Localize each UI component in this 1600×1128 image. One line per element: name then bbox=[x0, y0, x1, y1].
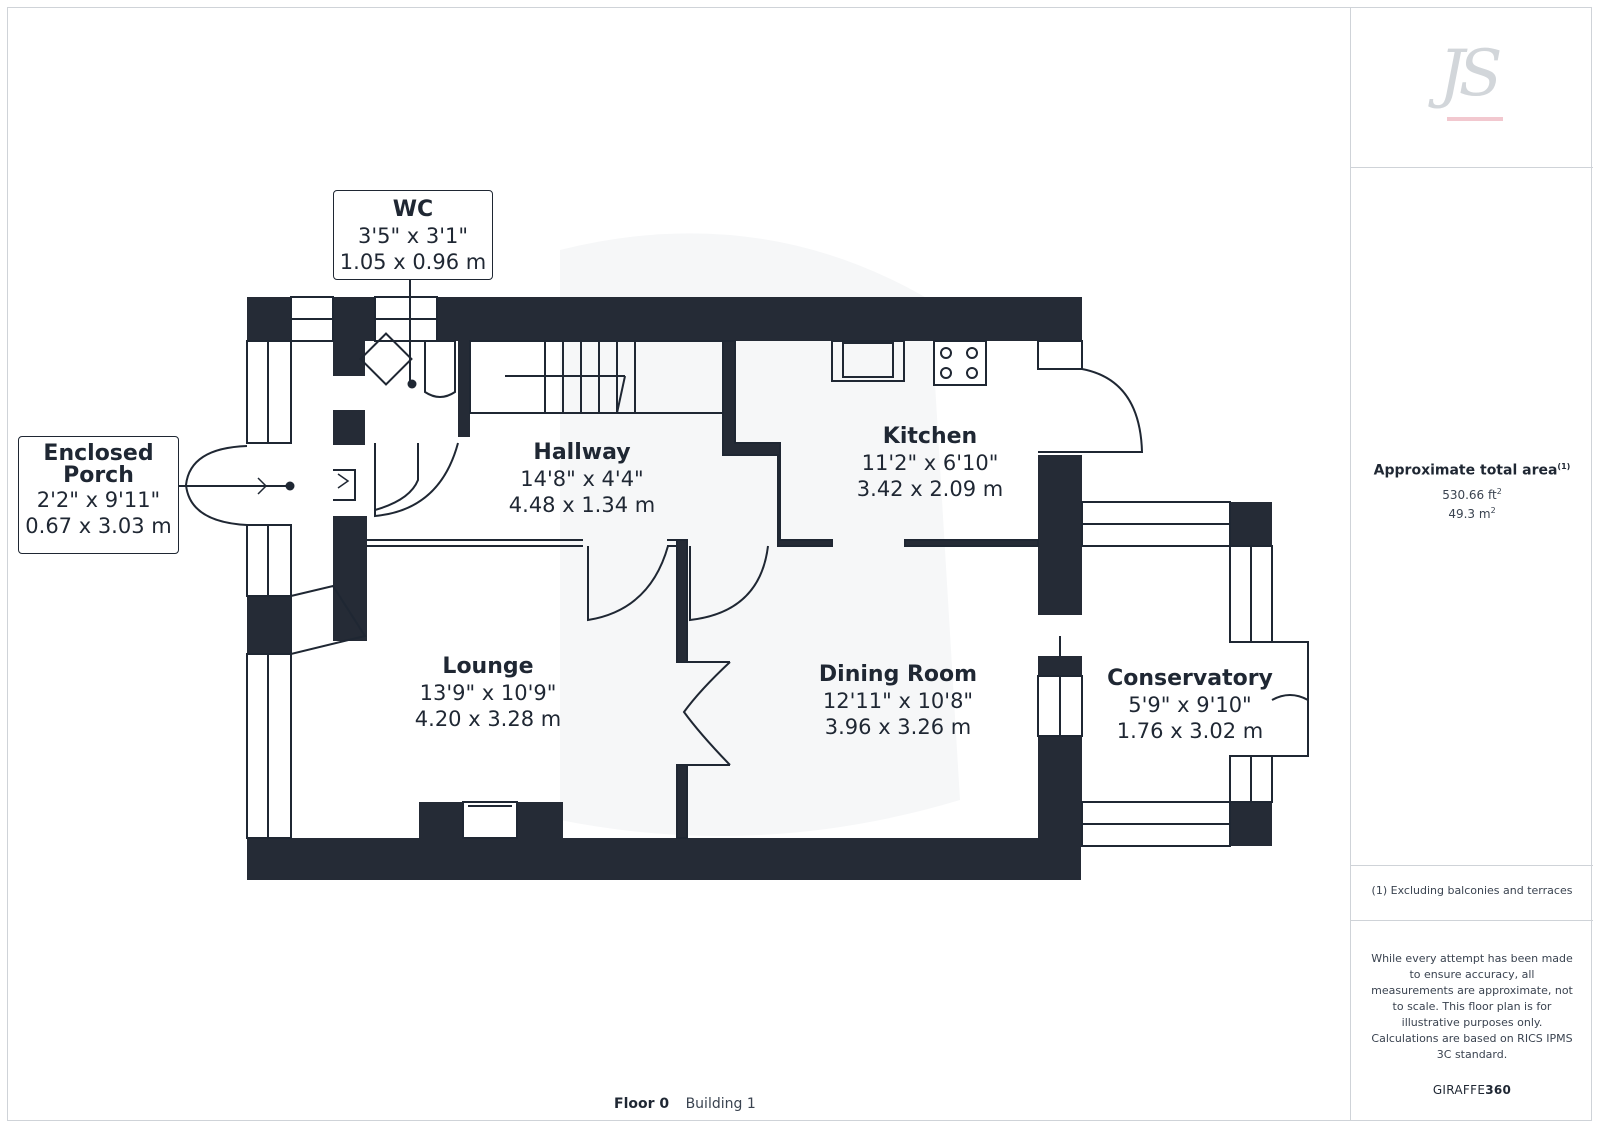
building-label: Building 1 bbox=[685, 1096, 756, 1112]
lounge-label: Lounge 13'9" x 10'9" 4.20 x 3.28 m bbox=[415, 654, 561, 732]
total-area-m-sup: 2 bbox=[1490, 505, 1496, 515]
leader-dots bbox=[257, 379, 417, 495]
hallway-label: Hallway 14'8" x 4'4" 4.48 x 1.34 m bbox=[509, 440, 655, 518]
page-frame bbox=[7, 7, 1592, 1121]
logo-cell: JS bbox=[1351, 7, 1593, 168]
wc-name: WC bbox=[392, 197, 434, 222]
floor-plan: WC 3'5" x 3'1" 1.05 x 0.96 m Enclosed Po… bbox=[18, 190, 1309, 1112]
dining-room-name: Dining Room bbox=[818, 662, 978, 687]
porch-metric: 0.67 x 3.03 m bbox=[25, 514, 172, 538]
lounge-metric: 4.20 x 3.28 m bbox=[414, 707, 562, 731]
wc-callout: WC 3'5" x 3'1" 1.05 x 0.96 m bbox=[333, 190, 493, 280]
info-sidebar: JS Approximate total area(1) 530.66 ft2 … bbox=[1350, 7, 1593, 1121]
porch-callout: Enclosed Porch 2'2" x 9'11" 0.67 x 3.03 … bbox=[18, 436, 179, 554]
porch-name-line2: Porch bbox=[63, 463, 134, 488]
lounge-imperial: 13'9" x 10'9" bbox=[419, 681, 557, 705]
hallway-name: Hallway bbox=[533, 440, 631, 465]
floor-label: Floor 0 bbox=[614, 1096, 670, 1112]
total-area-title-text: Approximate total area bbox=[1373, 462, 1558, 479]
conservatory-name: Conservatory bbox=[1107, 666, 1273, 691]
watermark-shape bbox=[560, 233, 960, 837]
wc-metric: 1.05 x 0.96 m bbox=[339, 250, 487, 274]
hallway-imperial: 14'8" x 4'4" bbox=[520, 467, 644, 491]
floor-plan-drawing bbox=[178, 233, 1309, 880]
conservatory-label: Conservatory 5'9" x 9'10" 1.76 x 3.02 m bbox=[1107, 666, 1273, 744]
thin-walls bbox=[178, 280, 1309, 847]
total-area-m: 49.3 m2 bbox=[1351, 506, 1593, 521]
brand-bold: 360 bbox=[1485, 1083, 1512, 1097]
hallway-metric: 4.48 x 1.34 m bbox=[508, 493, 656, 517]
kitchen-name: Kitchen bbox=[882, 424, 978, 449]
lounge-name: Lounge bbox=[442, 654, 534, 679]
area-footnote: (1) Excluding balconies and terraces bbox=[1351, 865, 1593, 921]
brand-light: GIRAFFE bbox=[1432, 1083, 1486, 1097]
calculation-note: Calculations are based on RICS IPMS 3C s… bbox=[1371, 1032, 1573, 1061]
kitchen-imperial: 11'2" x 6'10" bbox=[861, 451, 999, 475]
total-area-ft-value: 530.66 ft bbox=[1442, 487, 1497, 502]
total-area-block: Approximate total area(1) 530.66 ft2 49.… bbox=[1351, 462, 1593, 521]
porch-imperial: 2'2" x 9'11" bbox=[36, 488, 161, 512]
giraffe360-brand: GIRAFFE360 bbox=[1351, 1083, 1593, 1097]
dining-room-label: Dining Room 12'11" x 10'8" 3.96 x 3.26 m bbox=[819, 662, 977, 740]
wc-imperial: 3'5" x 3'1" bbox=[357, 224, 469, 248]
kitchen-metric: 3.42 x 2.09 m bbox=[856, 477, 1004, 501]
conservatory-imperial: 5'9" x 9'10" bbox=[1128, 693, 1252, 717]
dining-room-imperial: 12'11" x 10'8" bbox=[822, 689, 974, 713]
porch-name-line1: Enclosed bbox=[43, 441, 154, 466]
conservatory-metric: 1.76 x 3.02 m bbox=[1116, 719, 1264, 743]
total-area-ft-sup: 2 bbox=[1496, 486, 1502, 496]
logo-underline bbox=[1447, 117, 1503, 121]
walls bbox=[247, 297, 1272, 880]
total-area-note-ref: (1) bbox=[1557, 462, 1571, 471]
total-area-m-value: 49.3 m bbox=[1448, 506, 1491, 521]
dining-room-metric: 3.96 x 3.26 m bbox=[824, 715, 972, 739]
total-area-ft: 530.66 ft2 bbox=[1351, 487, 1593, 502]
disclaimer-text: While every attempt has been made to ens… bbox=[1371, 952, 1573, 1029]
floor-footer: Floor 0 Building 1 bbox=[614, 1096, 756, 1112]
kitchen-label: Kitchen 11'2" x 6'10" 3.42 x 2.09 m bbox=[857, 424, 1003, 502]
agency-logo: JS bbox=[1439, 37, 1502, 111]
total-area-title: Approximate total area(1) bbox=[1351, 462, 1593, 479]
